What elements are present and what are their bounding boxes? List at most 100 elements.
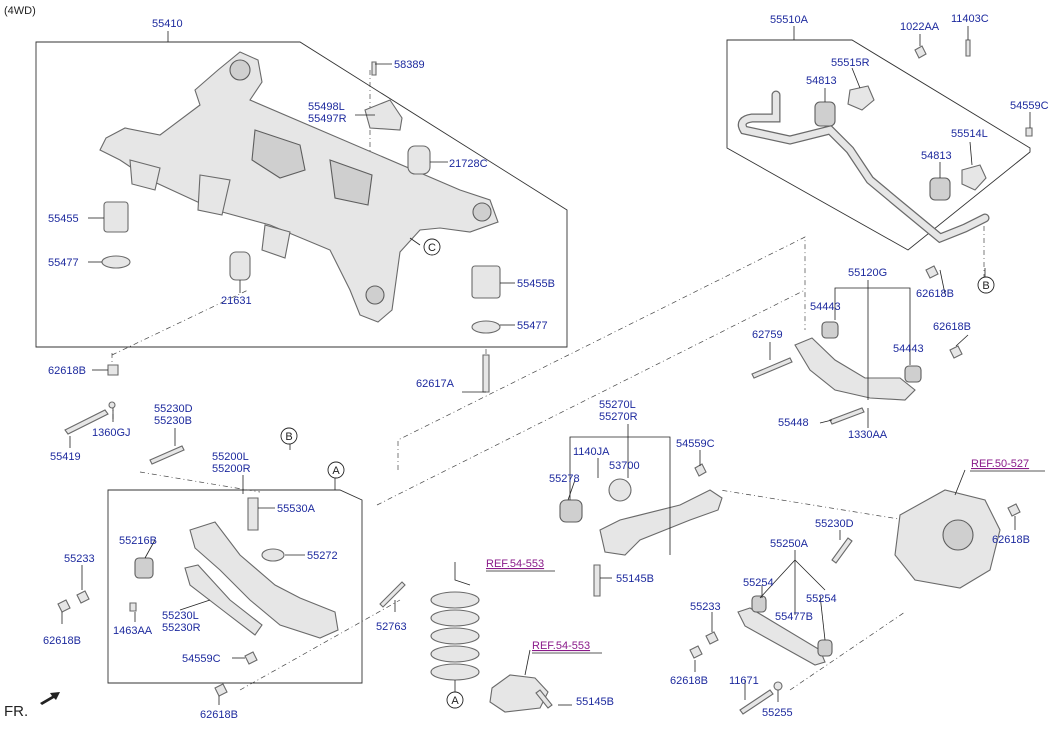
- trailing-arm-55270L: [599, 489, 723, 556]
- bracket-55498L: [364, 99, 403, 131]
- part-label[interactable]: 62618B: [200, 709, 238, 721]
- part-label[interactable]: 55515R: [831, 57, 870, 69]
- callout-b2: B: [982, 280, 989, 292]
- bushing-55455: [103, 201, 129, 233]
- ref-link[interactable]: REF.50-527: [971, 458, 1029, 470]
- part-label[interactable]: 55120G: [848, 267, 887, 279]
- bolt-55145B-b: [535, 689, 553, 709]
- washer-55477b: [471, 320, 501, 334]
- part-label[interactable]: 55455B: [517, 278, 555, 290]
- leader-dash: [397, 236, 806, 470]
- part-label[interactable]: 62618B: [933, 321, 971, 333]
- bolt-55230D-b: [831, 537, 853, 564]
- part-label[interactable]: 54559C: [1010, 100, 1049, 112]
- bolt-55145B: [593, 564, 601, 597]
- part-label[interactable]: 52763: [376, 621, 407, 633]
- bolt-11671: [739, 689, 774, 715]
- part-label[interactable]: 54443: [810, 301, 841, 313]
- part-label[interactable]: 62618B: [670, 675, 708, 687]
- part-label[interactable]: 55145B: [616, 573, 654, 585]
- part-label[interactable]: 55216B: [119, 535, 157, 547]
- part-label[interactable]: 55270R: [599, 411, 638, 423]
- bushing-55455B: [471, 265, 501, 299]
- front-arrow-icon: [40, 692, 60, 705]
- part-label[interactable]: 11403C: [951, 13, 989, 25]
- part-label[interactable]: 55145B: [576, 696, 614, 708]
- part-label[interactable]: 62618B: [48, 365, 86, 377]
- part-label[interactable]: 55498L: [308, 101, 345, 113]
- part-label[interactable]: 55270L: [599, 399, 636, 411]
- ref-link[interactable]: REF.54-553: [486, 558, 544, 570]
- part-label[interactable]: 62759: [752, 329, 783, 341]
- callout-a1: A: [332, 465, 340, 477]
- bushing-54813b: [929, 177, 951, 201]
- part-label[interactable]: 55254: [743, 577, 774, 589]
- part-label[interactable]: 55250A: [770, 538, 809, 550]
- part-label[interactable]: 55477B: [775, 611, 813, 623]
- callout-circle-icon: [280, 238, 995, 709]
- bolt-58389: [371, 61, 377, 76]
- part-label[interactable]: 55255: [762, 707, 793, 719]
- part-label[interactable]: 62618B: [43, 635, 81, 647]
- part-label[interactable]: 55254: [806, 593, 837, 605]
- part-label[interactable]: 1463AA: [113, 625, 153, 637]
- part-label[interactable]: 54559C: [676, 438, 715, 450]
- part-label[interactable]: 55233: [690, 601, 721, 613]
- bushing-55278: [559, 499, 583, 523]
- part-label[interactable]: 55530A: [277, 503, 316, 515]
- part-label[interactable]: 53700: [609, 460, 640, 472]
- part-label[interactable]: 1360GJ: [92, 427, 131, 439]
- part-label[interactable]: 62618B: [992, 534, 1030, 546]
- part-label[interactable]: 21631: [221, 295, 252, 307]
- part-label[interactable]: 62617A: [416, 378, 455, 390]
- part-label[interactable]: 55477: [517, 320, 548, 332]
- part-label[interactable]: 55448: [778, 417, 809, 429]
- part-label[interactable]: 54813: [806, 75, 837, 87]
- front-label: FR.: [4, 703, 28, 720]
- part-label[interactable]: 55510A: [770, 14, 809, 26]
- bushing-54443a: [821, 321, 839, 339]
- ref-link[interactable]: REF.54-553: [532, 640, 590, 652]
- part-number-labels: 55410 58389 55498L 55497R 21728C 55455 5…: [43, 13, 1049, 721]
- part-label[interactable]: 1022AA: [900, 21, 940, 33]
- part-label[interactable]: 55200R: [212, 463, 251, 475]
- part-label[interactable]: 55410: [152, 18, 183, 30]
- part-label[interactable]: 55230D: [154, 403, 193, 415]
- part-label[interactable]: 55230R: [162, 622, 201, 634]
- rear-crossmember: [99, 51, 499, 323]
- part-label[interactable]: 55278: [549, 473, 580, 485]
- part-label[interactable]: 21728C: [449, 158, 488, 170]
- part-label[interactable]: 11671: [729, 675, 759, 687]
- washer-55233-b: [705, 631, 719, 645]
- bushing-54443b: [904, 365, 922, 383]
- part-label[interactable]: 55233: [64, 553, 95, 565]
- clip-1463AA: [129, 602, 137, 612]
- stabilizer-group-box: [726, 39, 1031, 251]
- part-label[interactable]: 55455: [48, 213, 79, 225]
- part-label[interactable]: 58389: [394, 59, 425, 71]
- bolt-55230D-a: [149, 445, 185, 465]
- part-label[interactable]: 1330AA: [848, 429, 888, 441]
- part-label[interactable]: 54813: [921, 150, 952, 162]
- nut-1022AA: [914, 45, 927, 59]
- lower-arm-plate: [184, 564, 263, 636]
- part-label[interactable]: 55272: [307, 550, 338, 562]
- part-label[interactable]: 55230L: [162, 610, 199, 622]
- part-label[interactable]: 62618B: [916, 288, 954, 300]
- part-label[interactable]: 55497R: [308, 113, 347, 125]
- part-label[interactable]: 55230D: [815, 518, 854, 530]
- knuckle-hub: [942, 519, 974, 551]
- part-label[interactable]: 54559C: [182, 653, 221, 665]
- part-label[interactable]: 1140JA: [573, 446, 610, 458]
- part-label[interactable]: 55419: [50, 451, 81, 463]
- part-label[interactable]: 55514L: [951, 128, 988, 140]
- part-label[interactable]: 55477: [48, 257, 79, 269]
- part-label[interactable]: 55200L: [212, 451, 249, 463]
- part-label[interactable]: 55230B: [154, 415, 192, 427]
- part-label[interactable]: 54443: [893, 343, 924, 355]
- bushing-55254a: [751, 595, 767, 613]
- nut-62618B-f: [1007, 503, 1021, 517]
- nut-54559C: [1025, 127, 1033, 137]
